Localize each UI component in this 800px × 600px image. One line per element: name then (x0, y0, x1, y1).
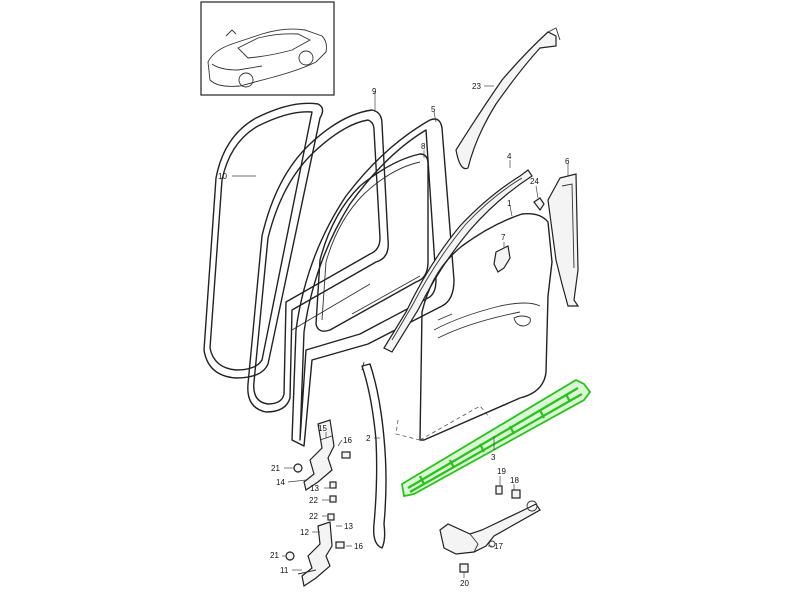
callout-23: 23 (472, 82, 481, 91)
callout-5: 5 (431, 105, 436, 114)
part-23-pillar-trim (455, 27, 561, 170)
part-1-door-shell (395, 212, 553, 441)
vehicle-thumbnail (200, 1, 335, 96)
part-4-window-strip (383, 169, 533, 353)
callout-20: 20 (460, 579, 469, 588)
part-24-clip (533, 197, 545, 212)
callout-11: 11 (280, 566, 289, 575)
callout-15: 15 (318, 424, 327, 433)
upper-hinge-assembly (293, 419, 351, 503)
callout-14: 14 (276, 478, 285, 487)
callout-24: 24 (530, 177, 539, 186)
leader-lines (232, 85, 569, 578)
callout-16b: 16 (354, 542, 363, 551)
callout-13b: 13 (344, 522, 353, 531)
callout-8: 8 (421, 142, 426, 151)
callout-6: 6 (565, 157, 570, 166)
callout-13a: 13 (310, 484, 319, 493)
callout-4: 4 (507, 152, 512, 161)
lower-hinge-assembly (285, 513, 345, 587)
callout-10: 10 (218, 172, 227, 181)
callout-9: 9 (372, 87, 377, 96)
callout-12: 12 (300, 528, 309, 537)
part-17-check-strap (439, 500, 541, 555)
callout-21b: 21 (270, 551, 279, 560)
part-20-bolt (459, 563, 469, 573)
callout-17: 17 (494, 542, 503, 551)
part-8-inner-seal (315, 153, 429, 332)
callout-21a: 21 (271, 464, 280, 473)
parts-18-19-bolts (495, 485, 521, 499)
part-9-window-seal (247, 109, 389, 413)
callouts: 10 9 5 8 23 4 6 24 1 7 2 3 15 16 21 14 1… (218, 82, 570, 588)
part-10-door-seal (203, 102, 324, 379)
part-3-sill-trim-highlight (401, 378, 592, 498)
callout-3: 3 (491, 453, 496, 462)
callout-7: 7 (501, 233, 506, 242)
callout-22b: 22 (309, 512, 318, 521)
callout-1: 1 (507, 199, 512, 208)
callout-16a: 16 (343, 436, 352, 445)
callout-2: 2 (366, 434, 371, 443)
part-7-bracket (493, 245, 511, 273)
callout-22a: 22 (309, 496, 318, 505)
part-2-seal-strip (361, 361, 387, 549)
callout-18: 18 (510, 476, 519, 485)
part-6-mirror-trim (547, 173, 580, 307)
callout-19: 19 (497, 467, 506, 476)
part-5-window-channel (291, 118, 455, 447)
